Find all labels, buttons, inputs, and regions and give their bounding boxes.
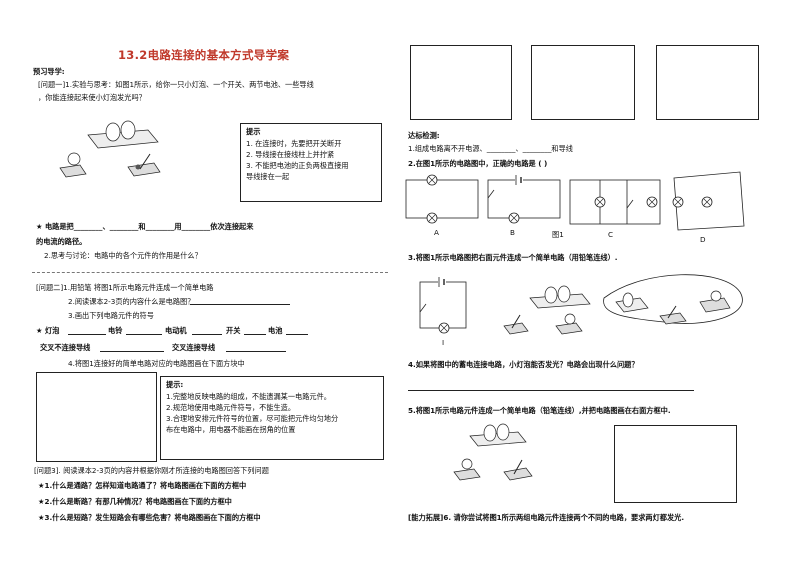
battery-1 bbox=[105, 122, 121, 142]
q3-figure-label: I bbox=[442, 338, 445, 347]
symbol-switch-blank bbox=[244, 334, 266, 335]
page-title: 13.2电路连接的基本方式导学案 bbox=[118, 48, 290, 62]
assessment-q5: 5.将图1所示电路元件连成一个简单电路（铅笔连线）,并把电路图画在右面方框中. bbox=[408, 406, 671, 415]
tip-box-1: 提示 1. 在连接时，先要把开关断开 2. 导线接在接线柱上并拧紧 3. 不能把… bbox=[240, 123, 382, 202]
circuit-a bbox=[405, 179, 479, 219]
tip-box-1-item: 1. 在连接时，先要把开关断开 bbox=[246, 139, 342, 148]
q2-discussion: 2.思考与讨论：电路中的各个元件的作用是什么？ bbox=[44, 251, 202, 260]
answer-box-top-1[interactable] bbox=[410, 45, 512, 120]
symbol-switch-label: 开关 bbox=[226, 326, 241, 335]
symbol-lamp-blank bbox=[68, 334, 106, 335]
switch-lever bbox=[139, 153, 151, 170]
q5-equipment-illustration bbox=[453, 423, 533, 481]
q1-line1: [问题一]1.实验与思考：如图1所示，给你一只小灯泡、一个开关、两节电池、一些导… bbox=[38, 80, 314, 89]
answer-box-top-2[interactable] bbox=[531, 45, 635, 120]
circuit-c-switch bbox=[626, 199, 634, 209]
circuit-label-d: D bbox=[700, 235, 706, 244]
q2-line4: 4.将图1连接好的简单电路对应的电路图画在下面方块中 bbox=[68, 359, 245, 368]
q3-line1: [问题3]. 阅读课本2-3页的内容并根据你刚才所连接的电路图回答下列问题 bbox=[34, 466, 269, 475]
tip-box-1-item: 导线接在一起 bbox=[246, 172, 290, 181]
answer-box-q5[interactable] bbox=[614, 425, 737, 503]
tip-box-2-item: 布在电路中，用电器不能画在拐角的位置 bbox=[166, 425, 296, 434]
tip-box-2-item: 2.规范地使用电路元件符号，不能生造。 bbox=[166, 403, 296, 412]
assessment-q4: 4.如果将图中的蓄电连接电路，小灯泡能否发光？电路会出现什么问题？ bbox=[408, 360, 639, 369]
symbol-lamp-label: ★ 灯泡 bbox=[36, 326, 60, 335]
tip-box-2-item: 3.合理地安排元件符号的位置，尽可能把元件均匀地分 bbox=[166, 414, 339, 423]
circuit-definition-line2: 的电流的路径。 bbox=[36, 237, 87, 246]
symbol-battery-label: 电池 bbox=[268, 326, 283, 335]
equipment-illustration bbox=[59, 120, 161, 178]
tip-box-1-item: 3. 不能把电池的正负两极直接用 bbox=[246, 161, 349, 170]
circuit-b-switch bbox=[487, 189, 495, 199]
battery-2 bbox=[120, 120, 136, 140]
symbol-motor-blank bbox=[192, 334, 222, 335]
assessment-heading: 达标检测: bbox=[408, 131, 440, 140]
lamp-board bbox=[59, 164, 87, 178]
figure-label: 图1 bbox=[552, 230, 564, 239]
symbol-cross-connected-label: 交叉连接导线 bbox=[172, 343, 216, 352]
symbol-cross-connected-blank bbox=[226, 351, 286, 352]
circuit-b bbox=[487, 179, 561, 219]
lamp-bulb bbox=[67, 152, 81, 166]
q3-item3: ★3.什么是短路？发生短路会有哪些危害？将电路图画在下面的方框中 bbox=[38, 513, 261, 522]
circuit-definition-line1: ★ 电路是把________、________和________用_______… bbox=[36, 222, 254, 231]
assessment-q6: [能力拓展]6. 请你尝试将图1所示两组电路元件连接两个不同的电路，要求两灯都发… bbox=[408, 513, 685, 522]
symbol-bell-label: 电铃 bbox=[108, 326, 123, 335]
q2-line2: 2.阅读课本2-3页的内容什么是电路图？ bbox=[68, 297, 195, 306]
q3-item2: ★2.什么是断路？有那几种情况？将电路图画在下面的方框中 bbox=[38, 497, 232, 506]
q2-line1: [问题二]1.用铅笔 将图1所示电路元件连成一个简单电路 bbox=[36, 283, 214, 292]
q3-connected-wires bbox=[603, 274, 743, 324]
symbol-cross-wire-label: 交叉不连接导线 bbox=[40, 343, 91, 352]
symbol-motor-label: 电动机 bbox=[165, 326, 187, 335]
assessment-q4-answer-line bbox=[408, 390, 694, 391]
q3-circuit-and-equipment bbox=[419, 274, 743, 335]
q2-line3: 3.画出下列电路元件的符号 bbox=[68, 311, 154, 320]
circuit-d bbox=[673, 171, 745, 231]
assessment-q1: 1.组成电路离不开电源、________、________和导线 bbox=[408, 144, 573, 153]
q3-circuit bbox=[419, 281, 467, 329]
circuit-c bbox=[569, 179, 661, 225]
symbol-bell-blank bbox=[126, 334, 162, 335]
answer-box-circuit-diagram[interactable] bbox=[36, 372, 157, 462]
switch-post bbox=[135, 164, 141, 170]
circuit-label-c: C bbox=[608, 230, 614, 239]
tip-box-2-item: 1.完整地反映电路的组成，不能遗漏某一电路元件。 bbox=[166, 392, 331, 401]
circuit-label-b: B bbox=[510, 228, 515, 237]
preview-heading: 预习导学: bbox=[33, 67, 65, 76]
symbol-cross-wire-blank bbox=[100, 351, 164, 352]
tip-box-1-item: 2. 导线接在接线柱上并拧紧 bbox=[246, 150, 335, 159]
q2-line2-blank bbox=[190, 304, 290, 305]
tip-box-2-title: 提示: bbox=[166, 380, 184, 389]
q3-switch bbox=[419, 303, 427, 313]
assessment-q2: 2.在图1所示的电路图中，正确的电路是 ( ) bbox=[408, 159, 548, 168]
q2-circuit-diagrams bbox=[405, 171, 745, 231]
switch-board bbox=[127, 162, 161, 177]
tip-box-1-title: 提示 bbox=[246, 127, 261, 136]
q3-item1: ★1.什么是通路？怎样知道电路通了？将电路图画在下面的方框中 bbox=[38, 481, 247, 490]
tip-box-2: 提示: 1.完整地反映电路的组成，不能遗漏某一电路元件。 2.规范地使用电路元件… bbox=[160, 376, 384, 460]
symbol-battery-blank bbox=[286, 334, 308, 335]
assessment-q3: 3.将图1所示电路图把右面元件连成一个简单电路（用铅笔连线）. bbox=[408, 253, 618, 262]
circuit-label-a: A bbox=[434, 228, 439, 237]
q1-line2: ，你能连接起来使小灯泡发光吗？ bbox=[38, 93, 146, 102]
answer-box-top-3[interactable] bbox=[656, 45, 759, 120]
divider-1 bbox=[32, 272, 388, 273]
